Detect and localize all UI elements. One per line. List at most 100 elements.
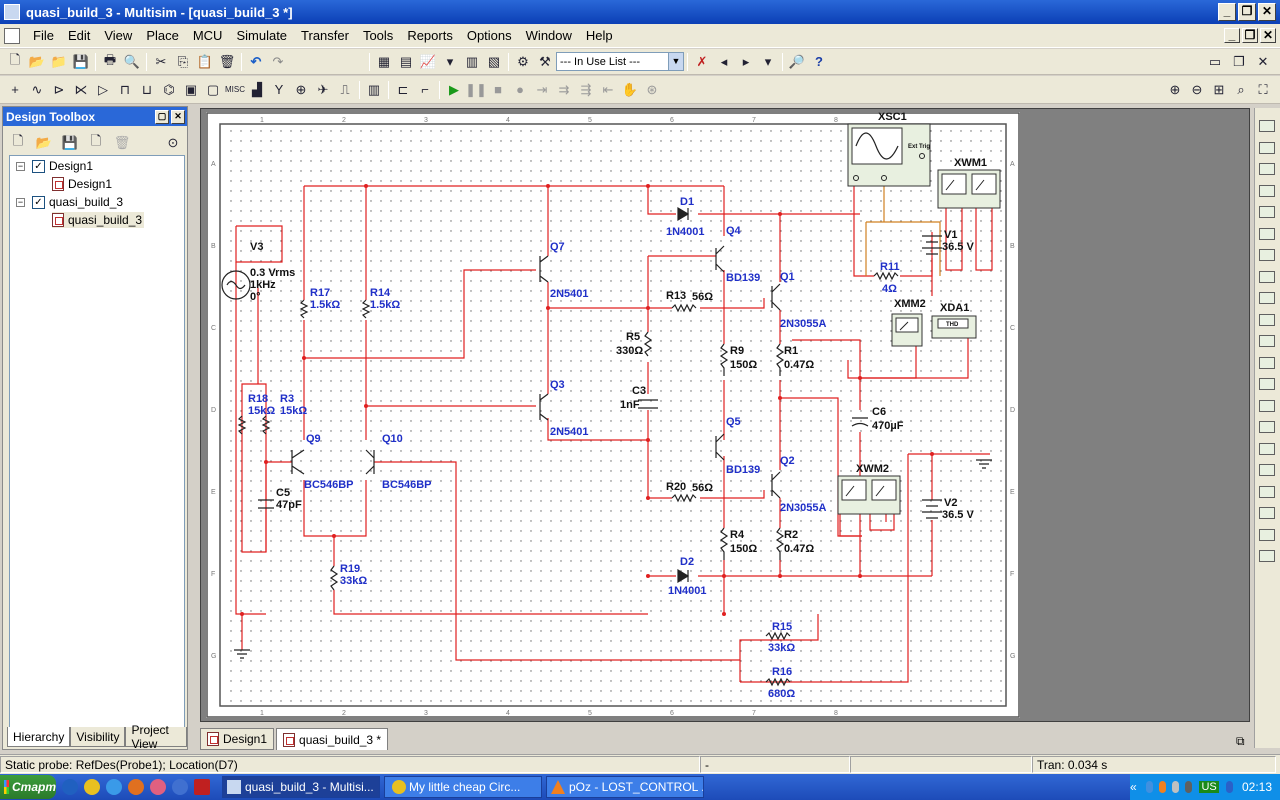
- opera-icon[interactable]: [150, 779, 166, 795]
- place-advanced-peripherals-icon[interactable]: ▟: [252, 81, 262, 97]
- minimize-button[interactable]: _: [1218, 3, 1236, 21]
- checkbox-checked-icon[interactable]: ✓: [32, 195, 45, 209]
- agilent-scope-icon[interactable]: [1259, 464, 1275, 476]
- bode-plotter-icon[interactable]: [1259, 227, 1275, 240]
- find-examples-icon[interactable]: 🔎: [788, 53, 806, 69]
- logic-analyzer-icon[interactable]: [1259, 292, 1275, 304]
- place-indicator-icon[interactable]: ▢: [206, 81, 220, 97]
- undo-icon[interactable]: ↶: [250, 53, 262, 69]
- create-component-icon[interactable]: ▧: [487, 53, 501, 69]
- close-button[interactable]: ✕: [1258, 3, 1276, 21]
- menu-transfer[interactable]: Transfer: [301, 28, 349, 43]
- zoom-area-icon[interactable]: ⊞: [1213, 81, 1225, 97]
- place-cmos-icon[interactable]: ⊔: [141, 81, 153, 97]
- agilent-generator-icon[interactable]: [1259, 421, 1275, 433]
- vlc-tray-icon[interactable]: [1158, 781, 1167, 793]
- open-icon[interactable]: 📂: [28, 53, 46, 69]
- current-probe-icon[interactable]: [1259, 550, 1275, 562]
- quick-launch-icon[interactable]: [62, 779, 78, 795]
- chrome-icon[interactable]: [106, 779, 122, 795]
- tree-item-quasi-build-3[interactable]: ✓ quasi_build_3: [32, 194, 123, 210]
- place-misc-digital-icon[interactable]: ⌬: [163, 81, 175, 97]
- view-close-icon[interactable]: ✕: [1257, 53, 1269, 69]
- breakpoint-icon[interactable]: ✋: [621, 81, 639, 97]
- full-screen-icon[interactable]: ⛶: [1258, 81, 1268, 97]
- component-editor-icon[interactable]: ⚒: [539, 53, 551, 69]
- database-manager-icon[interactable]: ▥: [465, 53, 479, 69]
- doc-minimize-button[interactable]: _: [1224, 28, 1240, 43]
- probe-icon[interactable]: ●: [516, 82, 524, 97]
- toggle-design-toolbox-icon[interactable]: ▦: [377, 53, 391, 69]
- remove-breakpoints-icon[interactable]: ⊛: [646, 81, 658, 97]
- delete-icon[interactable]: 🗑: [218, 53, 236, 69]
- view-toggle-icon[interactable]: ▭: [1208, 53, 1222, 69]
- network-analyzer-icon[interactable]: [1259, 399, 1275, 412]
- place-transistor-icon[interactable]: ⋉: [74, 81, 88, 97]
- explorer-icon[interactable]: [172, 779, 188, 795]
- wattmeter-xwm1[interactable]: [937, 169, 1001, 209]
- language-indicator[interactable]: US: [1199, 781, 1219, 793]
- pause-simulation-icon[interactable]: ❚❚: [465, 81, 487, 97]
- word-generator-icon[interactable]: [1259, 270, 1275, 283]
- iv-analyzer-icon[interactable]: [1259, 335, 1275, 347]
- function-generator-icon[interactable]: [1259, 141, 1275, 154]
- save-icon[interactable]: 💾: [72, 53, 90, 69]
- menu-tools[interactable]: Tools: [362, 28, 394, 43]
- menu-simulate[interactable]: Simulate: [236, 28, 288, 43]
- view-restore-icon[interactable]: ❐: [1233, 53, 1245, 69]
- new-icon[interactable]: 🗋: [9, 51, 21, 67]
- tree-item-design1-sheet[interactable]: Design1: [52, 176, 112, 192]
- doc-close-button[interactable]: ✕: [1260, 28, 1276, 43]
- settings-tray-icon[interactable]: [1185, 781, 1193, 793]
- spreadsheet-view-icon[interactable]: ▤: [399, 53, 413, 69]
- new-sheet-icon[interactable]: 🗋: [90, 133, 102, 148]
- distortion-analyzer-icon[interactable]: [1259, 356, 1275, 369]
- place-bus-icon[interactable]: ⊏: [397, 81, 409, 97]
- labview-icon[interactable]: [1259, 528, 1275, 541]
- spectrum-analyzer-icon[interactable]: [1259, 378, 1275, 390]
- multimeter-xmm2[interactable]: [891, 313, 923, 347]
- menu-window[interactable]: Window: [525, 28, 572, 43]
- chevron-down-icon[interactable]: ▼: [668, 53, 683, 70]
- tektronix-scope-icon[interactable]: [1259, 485, 1275, 498]
- chevron-down-icon[interactable]: ▾: [764, 53, 772, 69]
- frequency-counter-icon[interactable]: [1259, 249, 1275, 261]
- task-player[interactable]: pOz - LOST_CONTROL ...: [546, 776, 704, 798]
- wattmeter-icon[interactable]: [1259, 163, 1275, 175]
- firefox-icon[interactable]: [128, 779, 144, 795]
- postprocessor-icon[interactable]: ▾: [446, 53, 454, 69]
- oscilloscope-icon[interactable]: [1259, 184, 1275, 197]
- place-mcu-icon[interactable]: ⎍: [340, 81, 350, 97]
- place-ni-components-icon[interactable]: ✈: [317, 81, 329, 97]
- run-simulation-icon[interactable]: ▶: [449, 81, 459, 97]
- collapse-icon[interactable]: −: [16, 161, 25, 171]
- paste-icon[interactable]: 📋: [196, 53, 214, 69]
- find-in-design-icon[interactable]: ⊙: [167, 135, 179, 150]
- print-preview-icon[interactable]: 🔍: [123, 53, 141, 69]
- place-misc-icon[interactable]: MISC: [225, 85, 245, 94]
- network-icon[interactable]: [1145, 781, 1153, 793]
- step-icon[interactable]: ⇥: [536, 81, 548, 97]
- agilent-multimeter-icon[interactable]: [1259, 442, 1275, 455]
- forward-annotate-icon[interactable]: ▸: [742, 53, 750, 69]
- erc-icon[interactable]: ✗: [696, 53, 708, 69]
- measurement-probe-icon[interactable]: [1259, 507, 1275, 519]
- redo-icon[interactable]: ↷: [272, 53, 284, 69]
- menu-options[interactable]: Options: [466, 28, 512, 43]
- zoom-fit-icon[interactable]: ⌕: [1237, 81, 1245, 97]
- place-diode-icon[interactable]: ⊳: [53, 81, 65, 97]
- place-mixed-icon[interactable]: ▣: [184, 81, 198, 97]
- tab-project-view[interactable]: Project View: [125, 723, 187, 751]
- component-wizard-icon[interactable]: ⚙: [517, 53, 529, 69]
- menu-reports[interactable]: Reports: [407, 28, 453, 43]
- checkbox-checked-icon[interactable]: ✓: [32, 159, 45, 173]
- place-electromechanical-icon[interactable]: ⊕: [295, 81, 307, 97]
- menu-help[interactable]: Help: [585, 28, 613, 43]
- open-sample-icon[interactable]: 📁: [50, 53, 68, 69]
- step-into-icon[interactable]: ⇉: [558, 81, 570, 97]
- menu-view[interactable]: View: [104, 28, 133, 43]
- tab-visibility[interactable]: Visibility: [70, 727, 126, 747]
- menu-mcu[interactable]: MCU: [192, 28, 223, 43]
- tree-item-design1[interactable]: ✓ Design1: [32, 158, 93, 174]
